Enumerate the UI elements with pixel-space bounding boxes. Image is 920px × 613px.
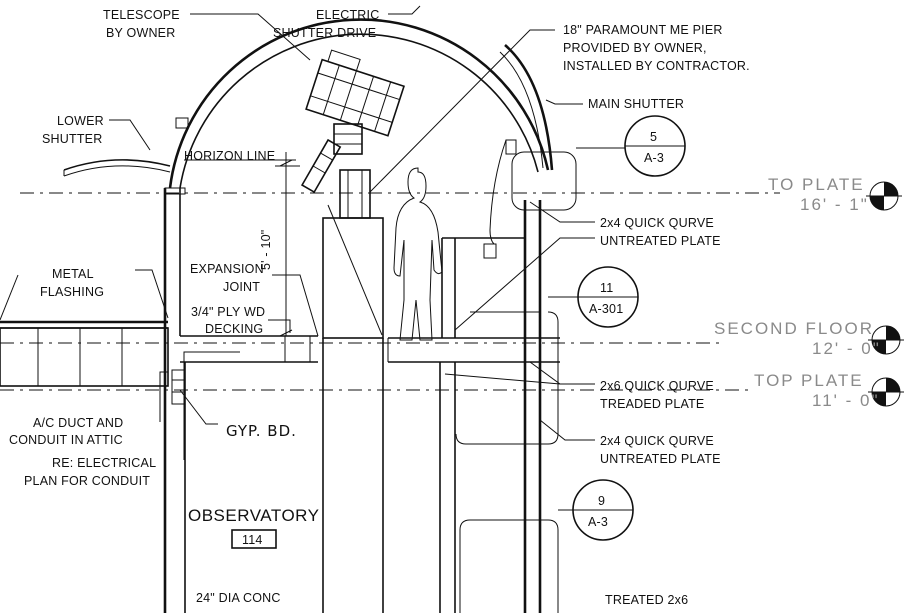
label-untreated2-2: UNTREATED PLATE [600, 452, 721, 466]
label-electrical-1: RE: ELECTRICAL [52, 456, 156, 470]
callout-5: 5 A-3 [576, 115, 686, 177]
svg-text:11: 11 [600, 281, 613, 295]
label-flashing-2: FLASHING [40, 285, 104, 299]
label-telescope-2: BY OWNER [106, 26, 175, 40]
level-name-2: SECOND FLOOR [714, 319, 874, 338]
label-pier-1: 18" PARAMOUNT ME PIER [563, 23, 723, 37]
level-name-1: TO PLATE [768, 175, 865, 194]
human-figure [393, 167, 443, 341]
svg-text:9: 9 [598, 494, 605, 508]
label-flashing-1: METAL [52, 267, 94, 281]
main-shutter [504, 44, 554, 171]
level-marker-1 [866, 181, 902, 211]
label-telescope-1: TELESCOPE [103, 8, 180, 22]
label-horizon-line: HORIZON LINE [184, 149, 275, 163]
shutter-detail-box [511, 151, 577, 211]
level-elev-3: 11' - 0" [812, 391, 880, 410]
label-main-shutter: MAIN SHUTTER [588, 97, 684, 111]
callout-9: 9 A-3 [558, 479, 634, 541]
telescope [300, 49, 405, 194]
label-footing: 24" DIA CONC [196, 591, 281, 605]
label-shutter-drive-1: ELECTRIC [316, 8, 379, 22]
svg-text:5: 5 [650, 130, 657, 144]
level-lines [0, 192, 780, 391]
label-treaded-1: 2x6 QUICK QURVE [600, 379, 714, 393]
room-number-box [231, 529, 277, 549]
label-ac-duct-2: CONDUIT IN ATTIC [9, 433, 123, 447]
room-name: OBSERVATORY [188, 506, 319, 525]
label-pier-2: PROVIDED BY OWNER, [563, 41, 707, 55]
svg-text:A-301: A-301 [589, 302, 623, 316]
label-pier-3: INSTALLED BY CONTRACTOR. [563, 59, 750, 73]
label-expansion-2: JOINT [223, 280, 260, 294]
label-untreated2-1: 2x4 QUICK QURVE [600, 434, 714, 448]
room-number: 114 [242, 533, 263, 547]
label-ac-duct-1: A/C DUCT AND [33, 416, 123, 430]
label-gyp-bd: GYP. BD. [226, 422, 297, 440]
label-qurve-top-1: 2x4 QUICK QURVE [600, 216, 714, 230]
label-treaded-2: TREADED PLATE [600, 397, 704, 411]
svg-text:A-3: A-3 [644, 151, 664, 165]
dimension-text: 5' - 10" [259, 230, 273, 270]
level-elev-2: 12' - 0" [812, 339, 881, 358]
callout-11: 11 A-301 [548, 266, 639, 328]
pier [322, 169, 384, 613]
level-name-3: TOP PLATE [754, 371, 864, 390]
right-wall [439, 200, 542, 613]
level-marker-3 [868, 377, 904, 407]
label-lower-shutter-2: SHUTTER [42, 132, 102, 146]
label-treated: TREATED 2x6 [605, 593, 688, 607]
label-decking-2: DECKING [205, 322, 263, 336]
dome-shell [168, 18, 550, 189]
leader-lines [0, 5, 595, 460]
label-expansion-1: EXPANSION [190, 262, 264, 276]
floor-deck [0, 320, 560, 405]
label-qurve-top-2: UNTREATED PLATE [600, 234, 721, 248]
label-lower-shutter-1: LOWER [57, 114, 104, 128]
lower-shutter [63, 159, 171, 171]
label-decking-1: 3/4" PLY WD [191, 305, 265, 319]
dimension-line [275, 152, 300, 337]
svg-text:A-3: A-3 [588, 515, 608, 529]
level-elev-1: 16' - 1" [800, 195, 869, 214]
level-marker-2 [868, 325, 904, 355]
left-wall [163, 187, 186, 613]
label-electrical-2: PLAN FOR CONDUIT [24, 474, 150, 488]
label-shutter-drive-2: SHUTTER DRIVE [273, 26, 376, 40]
